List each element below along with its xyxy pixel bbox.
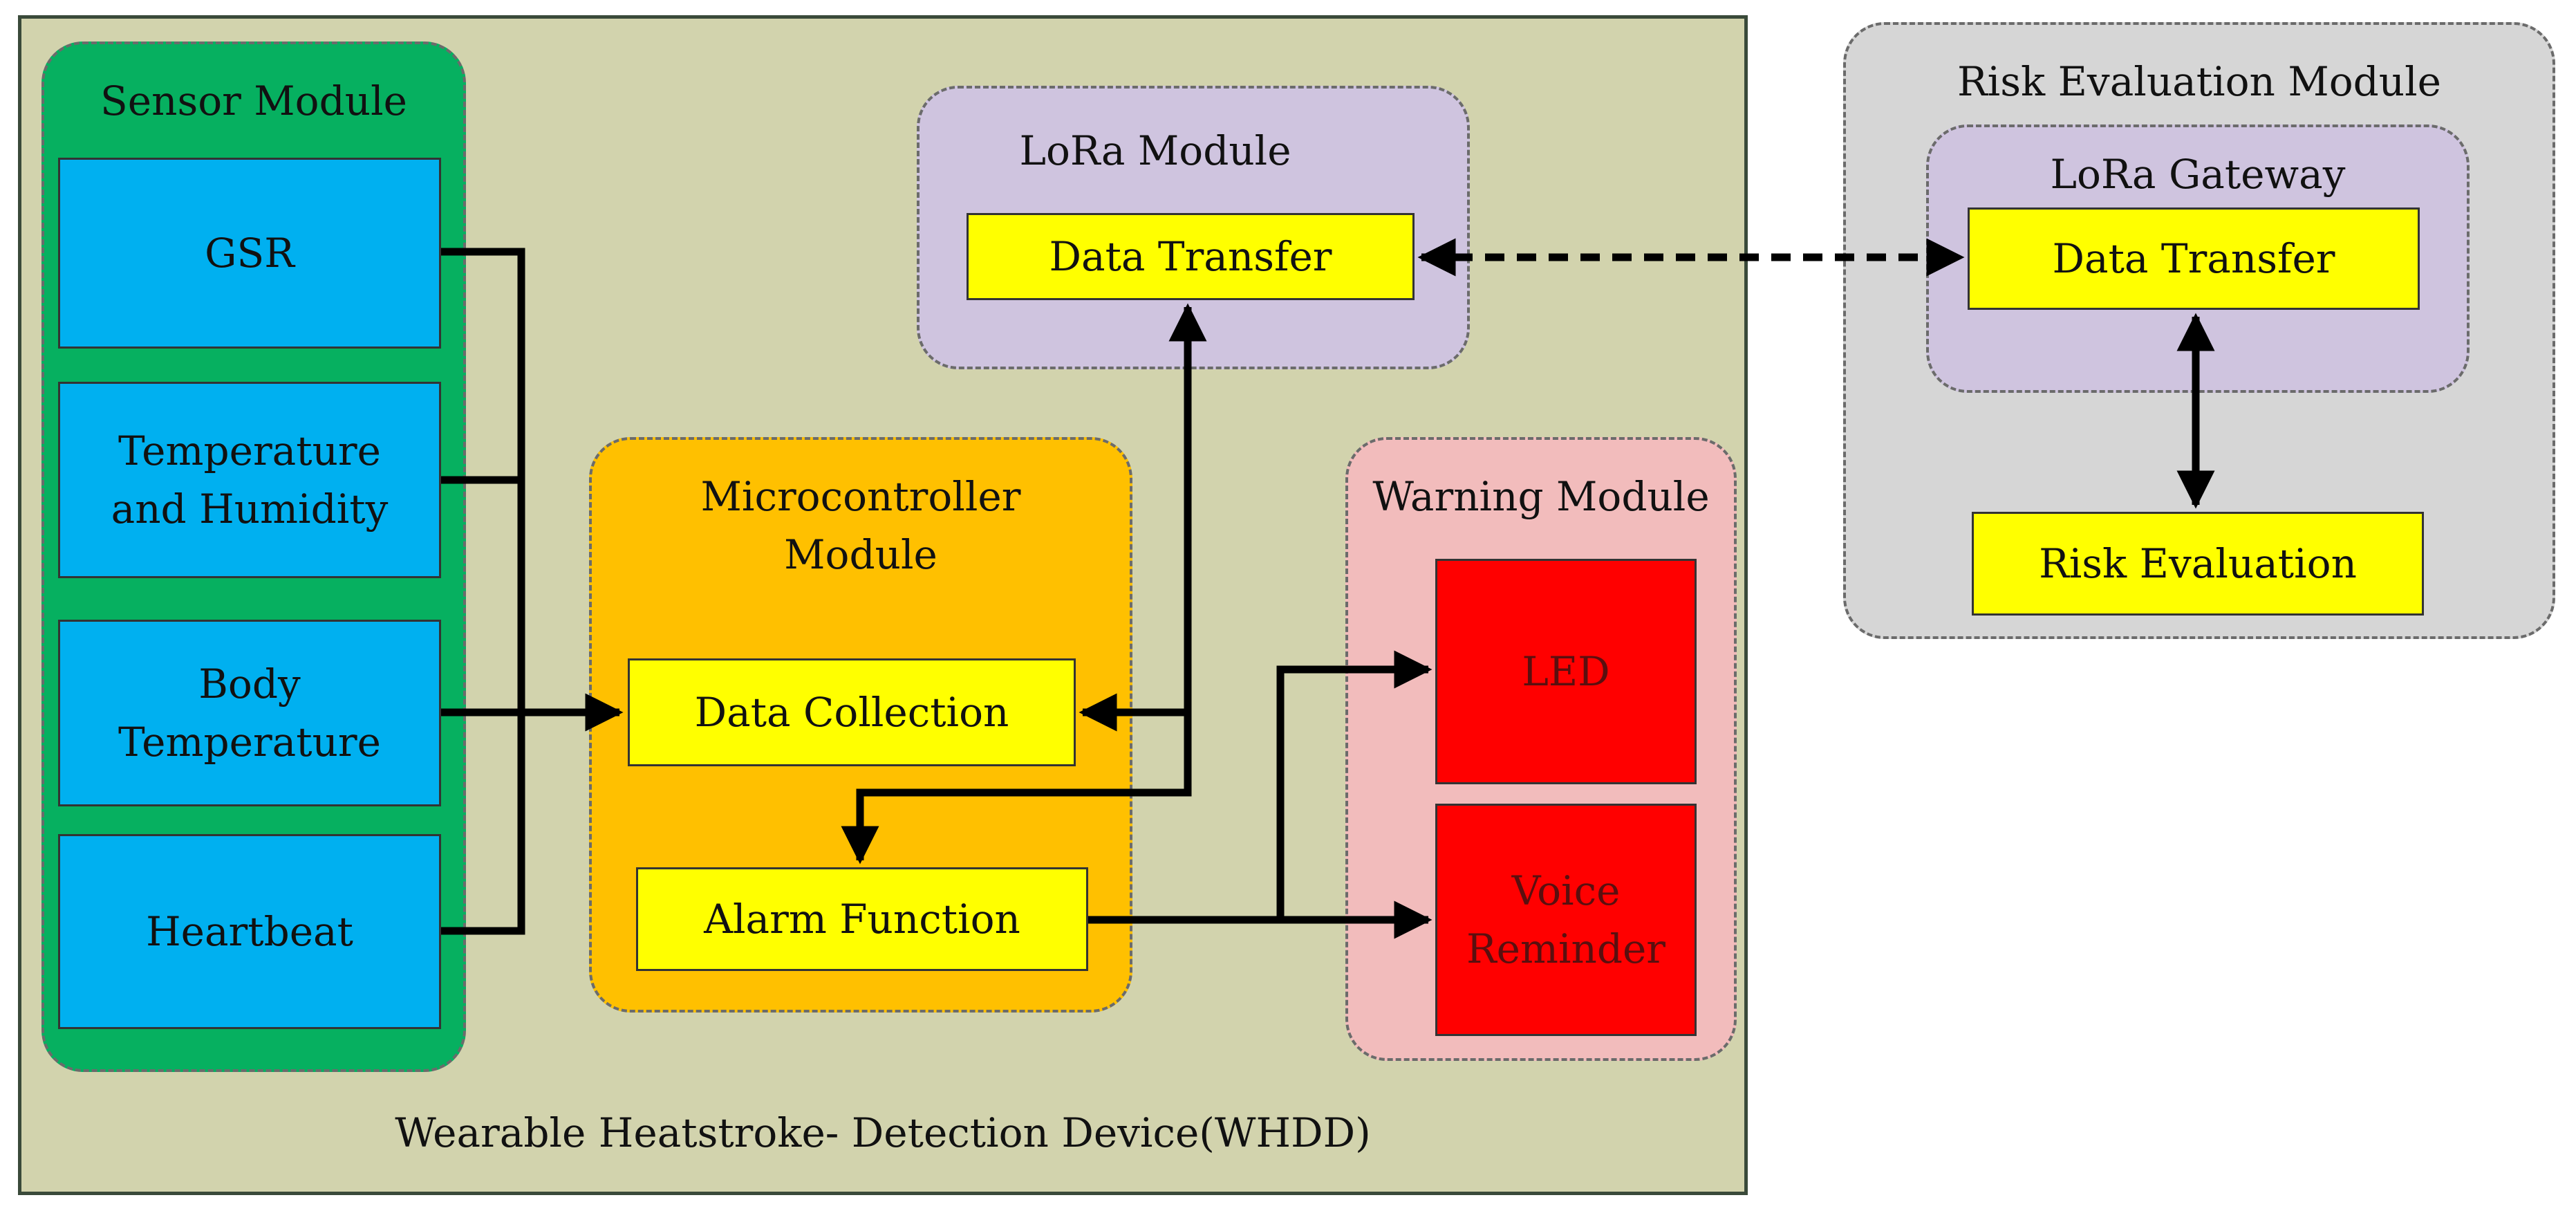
gateway-data-transfer-box: Data Transfer [1968,207,2420,310]
risk-evaluation-module-title: Risk Evaluation Module [1957,58,2441,105]
lora-module-title: LoRa Module [1019,127,1291,174]
sensor-heartbeat: Heartbeat [58,834,441,1029]
warning-module-title: Warning Module [1372,473,1710,520]
gsr-connector [441,248,525,935]
microcontroller-module-title: Microcontroller Module [700,473,1021,579]
sensor-body-temperature: Body Temperature [58,620,441,806]
led-box: LED [1435,559,1697,784]
sensor-module-title: Sensor Module [100,77,407,124]
alarm-function-box: Alarm Function [636,867,1088,971]
voice-reminder-box: Voice Reminder [1435,804,1697,1036]
sensor-temperature-humidity: Temperature and Humidity [58,382,441,578]
data-collection-box: Data Collection [628,658,1076,766]
alarm-to-led-arrow [1276,650,1432,920]
lora-gateway-title: LoRa Gateway [2050,151,2346,198]
lora-data-transfer-box: Data Transfer [967,213,1415,300]
device-caption: Wearable Heatstroke- Detection Device(WH… [395,1109,1371,1156]
risk-evaluation-box: Risk Evaluation [1972,512,2424,616]
lora-to-alarm-arrow [841,712,1192,865]
sensor-gsr: GSR [58,158,441,349]
